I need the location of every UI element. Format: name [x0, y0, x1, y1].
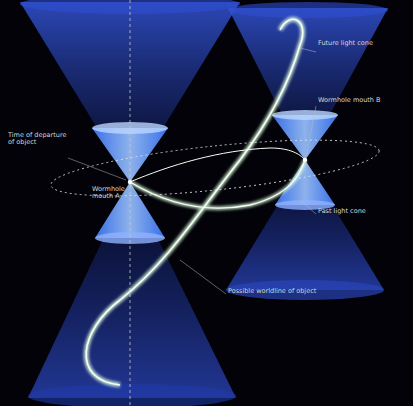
time-axis: [130, 0, 131, 406]
future-cone: [228, 8, 388, 160]
leader-line: [180, 260, 226, 294]
callout-label: Possible worldline of object: [228, 288, 348, 295]
worldline: [86, 19, 303, 385]
cone-rim: [226, 280, 384, 300]
callout-label: Past light cone: [318, 208, 406, 215]
cone-rim: [272, 110, 338, 120]
cone-rim: [228, 2, 388, 18]
past-cone: [226, 160, 384, 290]
callout-label: Time of departure of object: [8, 132, 70, 147]
worldline: [130, 160, 305, 208]
event-point: [128, 180, 132, 184]
small-cone: [272, 115, 338, 160]
event-point: [303, 158, 307, 162]
cone-rim: [28, 384, 236, 406]
leader-line: [300, 200, 316, 214]
leader-line: [68, 158, 126, 180]
small-cone: [275, 160, 335, 205]
small-cone: [92, 128, 168, 182]
leader-line: [300, 48, 316, 52]
callout-label: Wormhole mouth B: [318, 97, 406, 104]
worldline: [130, 148, 305, 182]
callout-label: Future light cone: [318, 40, 406, 47]
leader-line: [306, 106, 316, 158]
callout-label: Wormhole mouth A: [92, 186, 126, 201]
